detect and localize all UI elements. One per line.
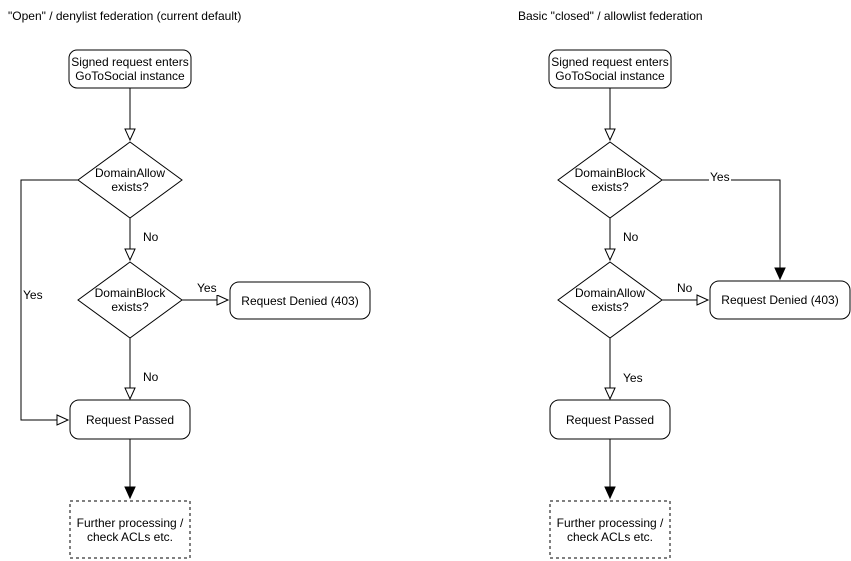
left-decision2-no-label: No xyxy=(142,370,160,384)
right-decision1-yes-label: Yes xyxy=(709,170,731,184)
right-decision2-no-label: No xyxy=(676,281,694,295)
left-decision1-no-label: No xyxy=(142,230,160,244)
right-decision1-no-label: No xyxy=(622,230,640,244)
left-further-box xyxy=(69,500,191,559)
left-decision2-diamond xyxy=(77,261,183,339)
right-denied-box xyxy=(709,280,851,320)
right-edge-decision1-yes xyxy=(662,179,786,281)
left-decision1-yes-label: Yes xyxy=(22,288,44,302)
left-passed-box xyxy=(69,399,191,440)
right-decision2-yes-label: Yes xyxy=(622,371,644,385)
left-edge-decision1-yes-loop xyxy=(20,179,78,426)
right-chart-title: Basic "closed" / allowlist federation xyxy=(518,9,703,23)
right-start-box xyxy=(548,49,672,89)
right-passed-box xyxy=(549,399,671,440)
right-decision1-diamond xyxy=(557,141,663,219)
right-further-box xyxy=(549,500,671,559)
left-decision2-yes-label: Yes xyxy=(196,281,218,295)
left-decision1-diamond xyxy=(77,141,183,219)
left-chart-title: "Open" / denylist federation (current de… xyxy=(8,9,242,23)
left-start-box xyxy=(68,49,192,89)
left-denied-box xyxy=(229,281,371,320)
right-decision2-diamond xyxy=(557,261,663,339)
